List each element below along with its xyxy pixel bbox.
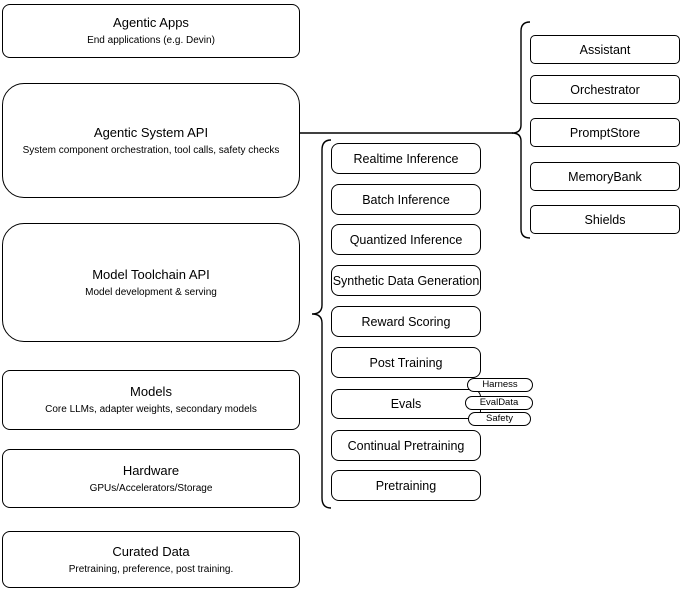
- system-node-promptstore: PromptStore: [530, 118, 680, 147]
- node-subtitle: Pretraining, preference, post training.: [68, 563, 234, 575]
- toolchain-node-quantized-inference: Quantized Inference: [331, 224, 481, 255]
- evals-badge-safety: Safety: [468, 412, 531, 426]
- toolchain-node-post-training: Post Training: [331, 347, 481, 378]
- toolchain-node-realtime-inference: Realtime Inference: [331, 143, 481, 174]
- system-node-memorybank: MemoryBank: [530, 162, 680, 191]
- node-hardware: Hardware GPUs/Accelerators/Storage: [2, 449, 300, 508]
- node-subtitle: Core LLMs, adapter weights, secondary mo…: [45, 404, 257, 415]
- system-node-shields: Shields: [530, 205, 680, 234]
- node-title: Agentic Apps: [113, 15, 189, 30]
- toolchain-node-continual-pretraining: Continual Pretraining: [331, 430, 481, 461]
- evals-badge-evaldata: EvalData: [465, 396, 533, 410]
- evals-badge-harness: Harness: [467, 378, 533, 392]
- system-node-orchestrator: Orchestrator: [530, 75, 680, 104]
- node-models: Models Core LLMs, adapter weights, secon…: [2, 370, 300, 430]
- toolchain-brace: [311, 139, 332, 509]
- system-node-assistant: Assistant: [530, 35, 680, 64]
- toolchain-node-batch-inference: Batch Inference: [331, 184, 481, 215]
- node-model-toolchain-api: Model Toolchain API Model development & …: [2, 223, 300, 342]
- node-title: Curated Data: [112, 543, 190, 559]
- toolchain-node-evals: Evals: [331, 389, 481, 419]
- node-title: Agentic System API: [93, 124, 209, 140]
- toolchain-node-synthetic-data-generation: Synthetic Data Generation: [331, 265, 481, 296]
- node-subtitle: Model development & serving: [85, 286, 217, 298]
- node-subtitle: GPUs/Accelerators/Storage: [89, 482, 213, 494]
- node-subtitle: System component orchestration, tool cal…: [22, 144, 280, 156]
- node-agentic-system-api: Agentic System API System component orch…: [2, 83, 300, 198]
- node-title: Models: [130, 384, 172, 399]
- node-title: Hardware: [122, 462, 180, 478]
- toolchain-node-pretraining: Pretraining: [331, 470, 481, 501]
- node-subtitle: End applications (e.g. Devin): [87, 35, 215, 46]
- node-agentic-apps: Agentic Apps End applications (e.g. Devi…: [2, 4, 300, 58]
- node-curated-data: Curated Data Pretraining, preference, po…: [2, 531, 300, 588]
- toolchain-node-reward-scoring: Reward Scoring: [331, 306, 481, 337]
- node-title: Model Toolchain API: [92, 266, 210, 282]
- system-brace: [511, 21, 531, 239]
